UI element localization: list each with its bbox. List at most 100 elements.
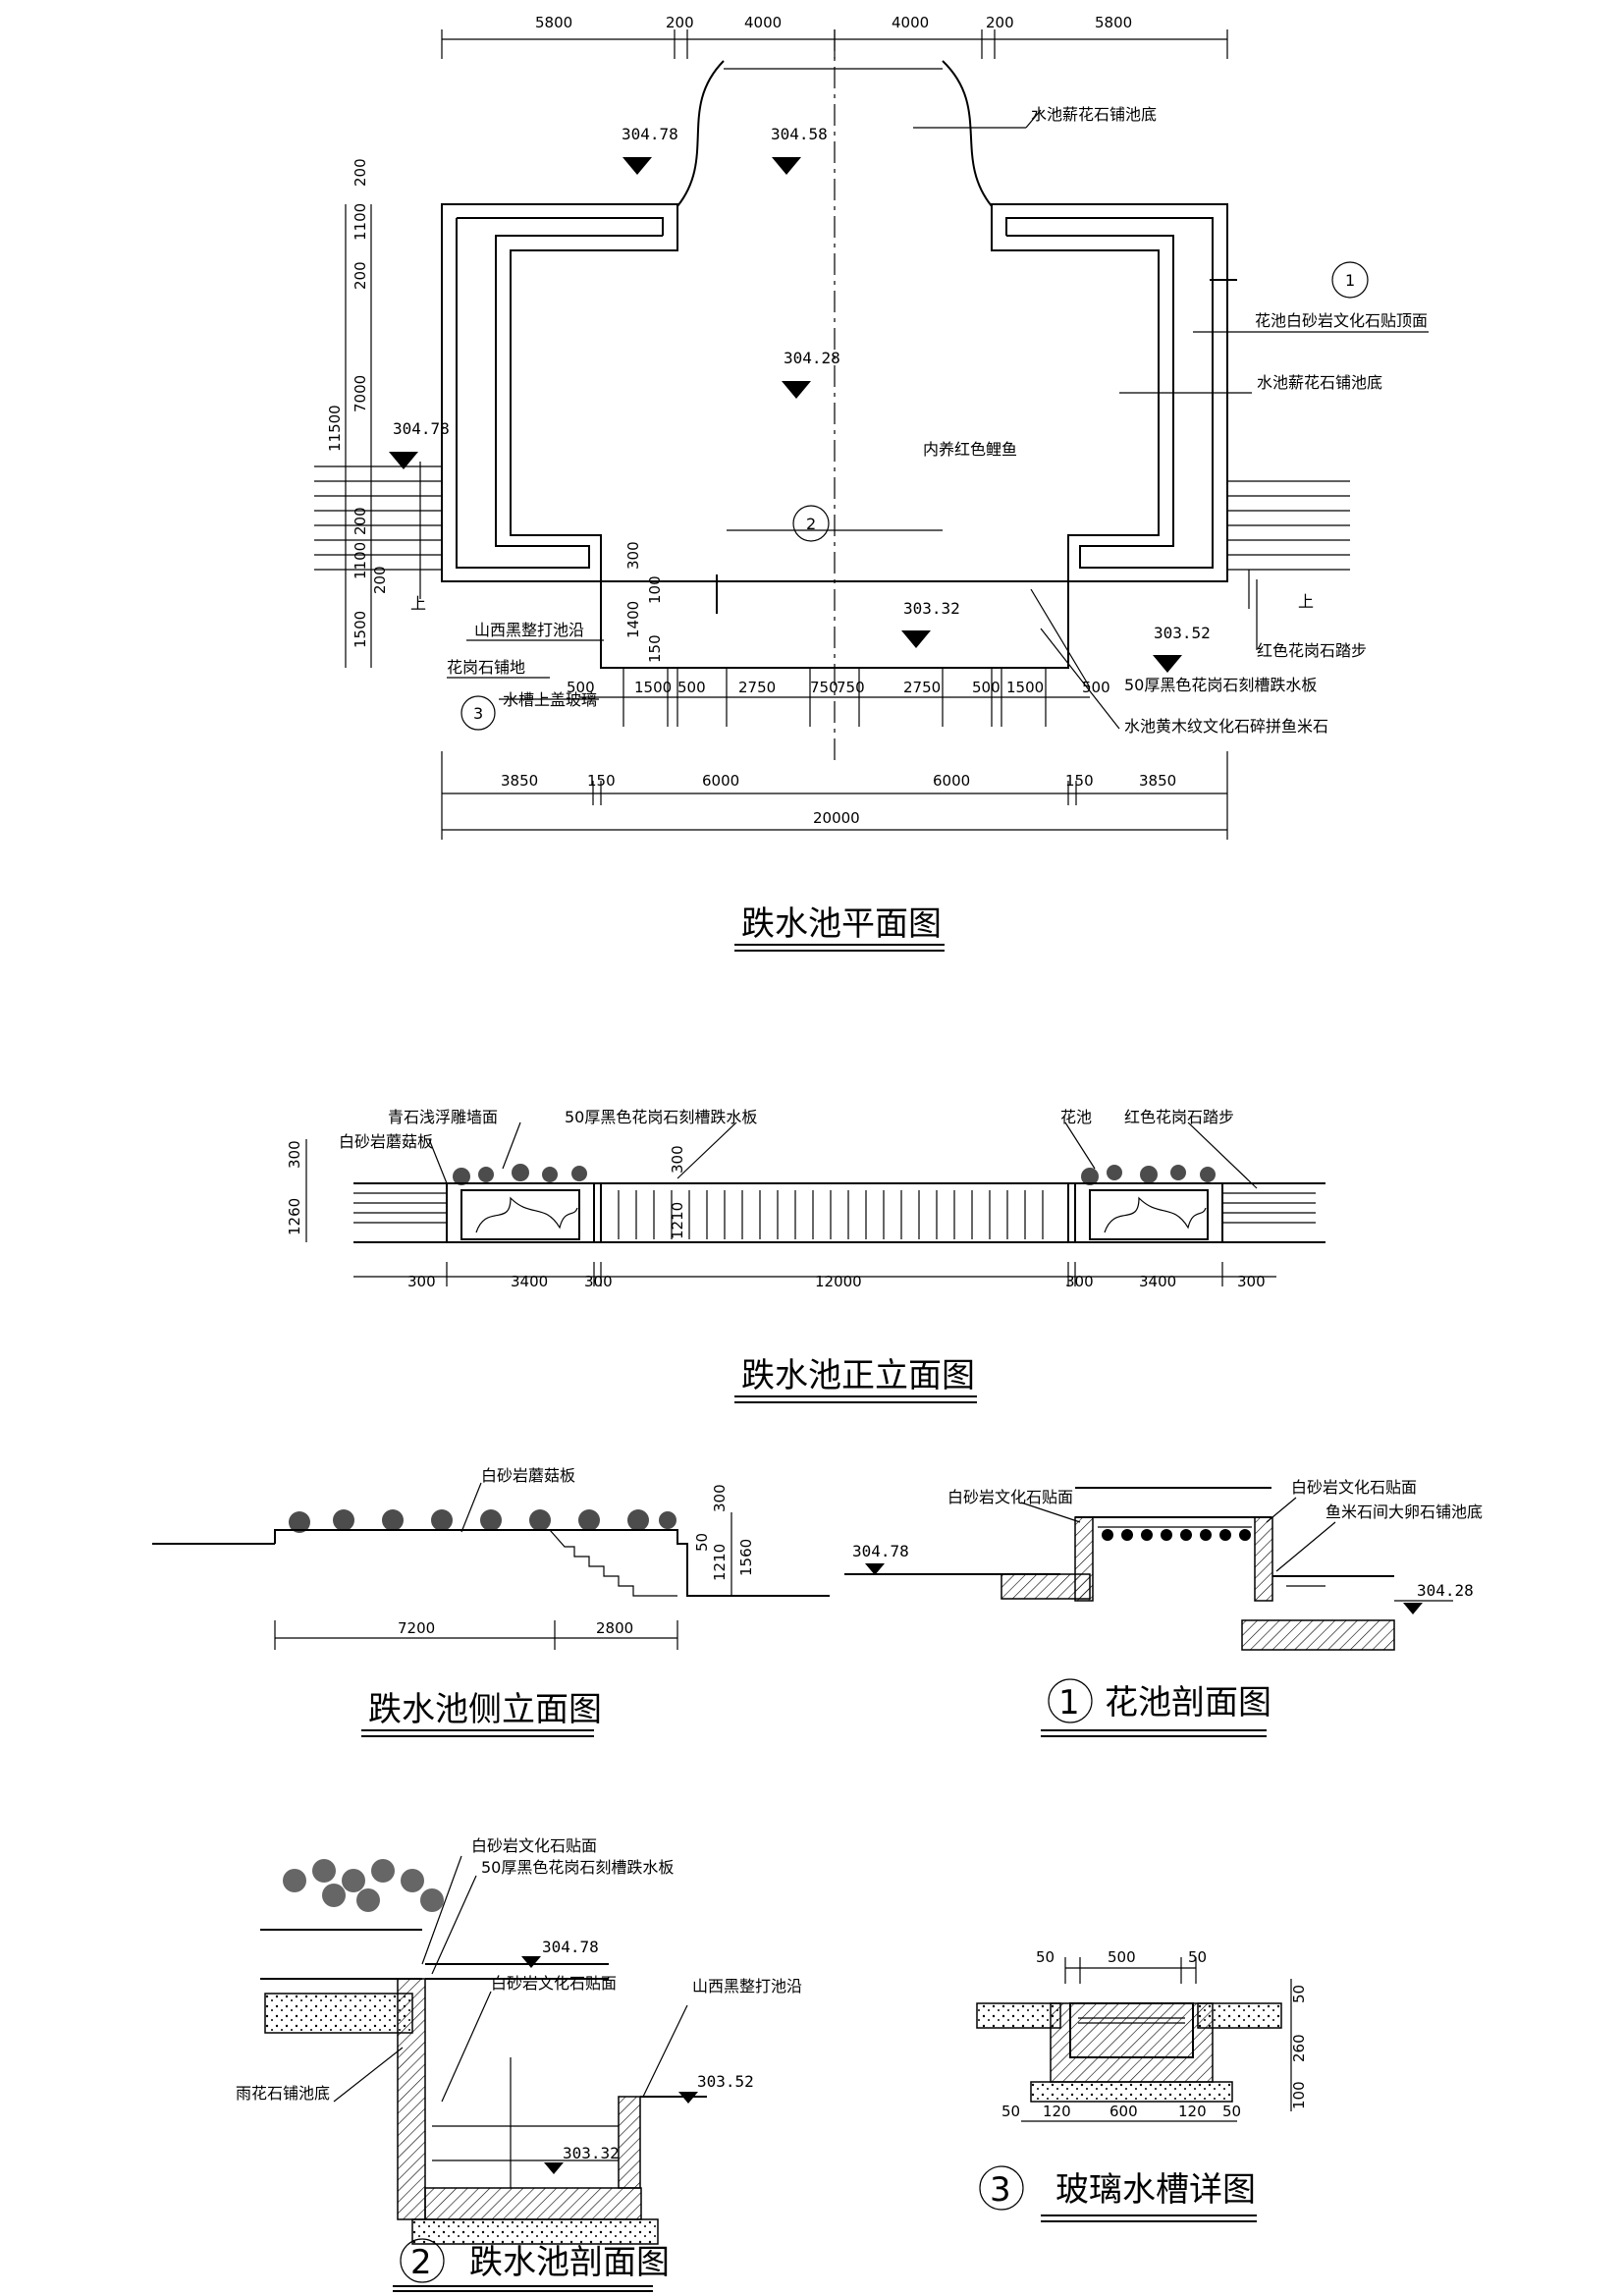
section-3-glass-trough: 50 500 50 50 120 600 120 50 50 260 100 3… bbox=[976, 1948, 1308, 2222]
plan-total-dim: 20000 bbox=[813, 809, 860, 827]
plan-left-total: 11500 bbox=[326, 405, 344, 452]
plan-elev-3: 304.28 bbox=[782, 349, 840, 399]
section-3-title: 玻璃水槽详图 bbox=[1055, 2170, 1256, 2210]
section-1-title: 花池剖面图 bbox=[1105, 1683, 1271, 1722]
plan-top-dim-6: 5800 bbox=[1095, 14, 1132, 31]
svg-text:304.78: 304.78 bbox=[622, 125, 678, 143]
plan-left-dim-5: 200 bbox=[352, 507, 369, 535]
section-1-label-left: 白砂岩文化石贴面 bbox=[947, 1488, 1073, 1506]
front-label-relief: 青石浅浮雕墙面 bbox=[388, 1108, 498, 1126]
front-label-planter: 花池 bbox=[1060, 1108, 1092, 1126]
section-3-vdim-2: 260 bbox=[1290, 2034, 1308, 2062]
plan-label-pool-floor-2: 水池薪花石铺池底 bbox=[1257, 373, 1382, 392]
section-2-label-floor: 雨花石铺池底 bbox=[236, 2084, 330, 2103]
front-shrubs-left bbox=[453, 1164, 587, 1185]
plan-label-paving: 花岗石铺地 bbox=[447, 658, 525, 677]
front-dim-3: 300 bbox=[584, 1273, 613, 1290]
front-elevation: 青石浅浮雕墙面 白砂岩蘑菇板 50厚黑色花岗石刻槽跌水板 花池 红色花岗石踏步 … bbox=[286, 1108, 1325, 1403]
plan-steps-right bbox=[1227, 480, 1350, 609]
section-2-tree bbox=[283, 1859, 444, 1912]
front-dim-1: 300 bbox=[407, 1273, 436, 1290]
front-label-weir: 50厚黑色花岗石刻槽跌水板 bbox=[565, 1108, 757, 1126]
svg-text:3: 3 bbox=[473, 704, 483, 723]
side-vdim-1: 300 bbox=[711, 1484, 729, 1512]
plan-section-marker-1 bbox=[1331, 261, 1369, 299]
plan-bottom-dim-5: 150 bbox=[1065, 772, 1094, 790]
section-3-top-dim-3: 50 bbox=[1188, 1948, 1207, 1966]
plan-row-dim-9: 1500 bbox=[1006, 679, 1044, 696]
front-label-cap: 白砂岩蘑菇板 bbox=[339, 1132, 433, 1151]
plan-up-right: 上 bbox=[1298, 592, 1314, 611]
plan-title: 跌水池平面图 bbox=[741, 904, 942, 944]
plan-label-mosaic: 水池黄木纹文化石碎拼鱼米石 bbox=[1124, 717, 1328, 736]
section-3-top-dim-1: 50 bbox=[1036, 1948, 1055, 1966]
plan-row-dim-8: 500 bbox=[972, 679, 1001, 696]
section-3-bottom-dim-5: 50 bbox=[1222, 2103, 1241, 2120]
section-3-top-dim-2: 500 bbox=[1108, 1948, 1136, 1966]
section-2-weir: 304.78 303.52 303.32 白砂岩文化石贴面 50厚黑色花岗石刻槽… bbox=[236, 1836, 802, 2292]
section-2-marker bbox=[400, 2238, 445, 2283]
plan-top-dim-4: 4000 bbox=[892, 14, 929, 31]
front-vdim-4: 1210 bbox=[669, 1202, 686, 1239]
section-2-label-inner: 白砂岩文化石贴面 bbox=[491, 1974, 617, 1993]
plan-left-dim-2: 1100 bbox=[352, 203, 369, 241]
front-title: 跌水池正立面图 bbox=[741, 1356, 975, 1395]
side-title: 跌水池侧立面图 bbox=[368, 1690, 602, 1729]
svg-text:1: 1 bbox=[1058, 1683, 1080, 1722]
front-dim-7: 300 bbox=[1237, 1273, 1266, 1290]
front-relief-left bbox=[460, 1189, 580, 1240]
plan-label-edge: 山西黑整打池沿 bbox=[474, 621, 584, 639]
section-3-bottom-dim-2: 120 bbox=[1043, 2103, 1071, 2120]
plan-elev-2: 304.58 bbox=[771, 125, 828, 175]
plan-top-dim-1: 5800 bbox=[535, 14, 572, 31]
plan-view: 5800 200 4000 4000 200 5800 bbox=[314, 14, 1429, 952]
section-3-marker bbox=[979, 2165, 1024, 2211]
plan-elev-6: 303.52 bbox=[1153, 624, 1211, 673]
plan-bottom-dim-6: 3850 bbox=[1139, 772, 1176, 790]
plan-top-dim-5: 200 bbox=[986, 14, 1014, 31]
section-3-bottom-dim-1: 50 bbox=[1001, 2103, 1020, 2120]
front-weir-grooves bbox=[618, 1190, 1044, 1239]
plan-row-dim-7: 2750 bbox=[903, 679, 941, 696]
plan-section-marker-2 bbox=[792, 505, 830, 542]
svg-text:2: 2 bbox=[410, 2243, 432, 2282]
side-dim-2: 2800 bbox=[596, 1619, 633, 1637]
front-label-steps: 红色花岗石踏步 bbox=[1124, 1108, 1234, 1126]
plan-bottom-dim-1: 3850 bbox=[501, 772, 538, 790]
plan-row-dim-1: 500 bbox=[567, 679, 595, 696]
pool-outline-outer bbox=[441, 203, 678, 582]
section-2-title: 跌水池剖面图 bbox=[469, 2243, 670, 2282]
front-steps bbox=[353, 1192, 1316, 1224]
plan-top-dim-3: 4000 bbox=[744, 14, 782, 31]
plan-elev-1: 304.78 bbox=[622, 125, 678, 175]
front-vdim-2: 1260 bbox=[286, 1198, 303, 1235]
section-1-elev-right: 304.28 bbox=[1417, 1581, 1474, 1600]
side-vdim-2: 50 bbox=[693, 1533, 711, 1552]
plan-inner-dim-3: 100 bbox=[646, 575, 664, 604]
plan-bottom-dim-3: 6000 bbox=[702, 772, 739, 790]
plan-bottom-dim-4: 6000 bbox=[933, 772, 970, 790]
front-vdim-1: 300 bbox=[286, 1140, 303, 1169]
section-3-vdim-3: 100 bbox=[1290, 2081, 1308, 2109]
side-label-cap: 白砂岩蘑菇板 bbox=[481, 1466, 575, 1485]
svg-text:304.58: 304.58 bbox=[771, 125, 828, 143]
front-dim-4: 12000 bbox=[815, 1273, 862, 1290]
plan-left-dim-8: 1500 bbox=[352, 611, 369, 648]
section-3-vdim-1: 50 bbox=[1290, 1985, 1308, 2003]
plan-bottom-dim-2: 150 bbox=[587, 772, 616, 790]
front-relief-right bbox=[1089, 1189, 1209, 1240]
plan-label-pool-floor: 水池薪花石铺池底 bbox=[1031, 105, 1157, 124]
section-1-soil bbox=[1102, 1529, 1251, 1541]
plan-top-dim-2: 200 bbox=[666, 14, 694, 31]
plan-row-dim-3: 500 bbox=[677, 679, 706, 696]
plan-row-dim-2: 1500 bbox=[634, 679, 672, 696]
plan-up-left: 上 bbox=[410, 594, 426, 613]
plan-row-dim-ticks bbox=[622, 668, 1047, 727]
section-1-elev-left: 304.78 bbox=[852, 1542, 909, 1560]
section-2-label-edge: 山西黑整打池沿 bbox=[692, 1977, 802, 1995]
plan-left-dim-6: 1100 bbox=[352, 542, 369, 579]
plan-left-dim-4: 7000 bbox=[352, 375, 369, 412]
plan-label-glass: 水槽上盖玻璃 bbox=[503, 690, 597, 709]
section-2-elev-3: 303.32 bbox=[563, 2144, 620, 2162]
